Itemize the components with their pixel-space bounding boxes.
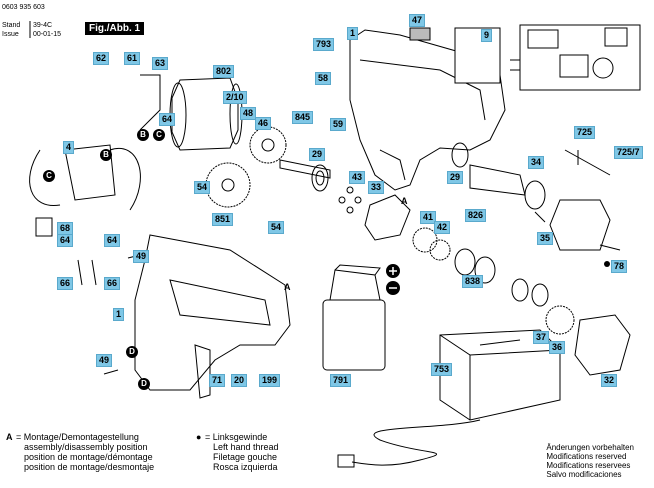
part-label-61: 61 — [124, 52, 141, 65]
legend-a-line: = Montage/Demontagestellung — [16, 432, 139, 442]
part-label-36: 36 — [549, 341, 566, 354]
marker-d-screw: D — [126, 346, 138, 358]
issue-value: 00-01-15 — [33, 31, 62, 38]
legend-a-line: assembly/disassembly position — [24, 442, 148, 452]
legend-a-key: A — [6, 432, 13, 442]
legend-lh-line: Left hand thread — [213, 442, 279, 452]
part-label-32: 32 — [601, 374, 618, 387]
part-label-66-left: 66 — [57, 277, 74, 290]
part-label-64-right: 64 — [104, 234, 121, 247]
marker-a-upper: A — [401, 196, 408, 206]
part-label-43: 43 — [349, 171, 366, 184]
part-label-47: 47 — [409, 14, 426, 27]
part-label-845: 845 — [292, 111, 314, 124]
modifications-note: Änderungen vorbehalten Modifications res… — [546, 443, 634, 479]
part-label-58: 58 — [315, 72, 332, 85]
part-label-78: 78 — [611, 260, 628, 273]
footer-line: Salvo modificaciones — [546, 470, 622, 479]
part-label-64-left: 64 — [57, 234, 74, 247]
marker-b-motor: B — [137, 129, 149, 141]
part-label-71: 71 — [209, 374, 226, 387]
part-label-48: 48 — [240, 107, 257, 120]
marker-a-lower: A — [284, 282, 291, 292]
part-label-64-upper: 64 — [159, 113, 176, 126]
part-label-37: 37 — [533, 331, 550, 344]
footer-line: Modifications reservees — [546, 461, 631, 470]
part-label-54-left: 54 — [194, 181, 211, 194]
legend-lh-line: Rosca izquierda — [213, 462, 278, 472]
footer-line: Modifications reserved — [546, 452, 627, 461]
part-label-49-upper: 49 — [133, 250, 150, 263]
part-label-33: 33 — [368, 181, 385, 194]
part-label-793: 793 — [313, 38, 335, 51]
part-label-35: 35 — [537, 232, 554, 245]
part-label-29-right: 29 — [447, 171, 464, 184]
part-label-54-right: 54 — [268, 221, 285, 234]
legend-a-line: position de montage/démontage — [24, 452, 153, 462]
marker-c-holder: C — [43, 170, 55, 182]
part-label-34: 34 — [528, 156, 545, 169]
part-label-1-lower: 1 — [113, 308, 125, 321]
marker-b-holder: B — [100, 149, 112, 161]
part-label-826: 826 — [465, 209, 487, 222]
part-label-753: 753 — [431, 363, 453, 376]
legend-a-line: position de montage/desmontaje — [24, 462, 155, 472]
part-label-1-upper: 1 — [347, 27, 359, 40]
legend-left-hand-key: ● — [196, 432, 202, 442]
legend-left-hand-lines: = Linksgewinde Left hand thread Filetage… — [205, 432, 279, 472]
legend-lh-line: = Linksgewinde — [205, 432, 268, 442]
marker-d-housing: D — [138, 378, 150, 390]
marker-c-motor: C — [153, 129, 165, 141]
part-label-63: 63 — [152, 57, 169, 70]
footer-line: Änderungen vorbehalten — [546, 443, 634, 452]
part-label-42: 42 — [434, 221, 451, 234]
part-label-851: 851 — [212, 213, 234, 226]
part-label-2-10: 2/10 — [223, 91, 247, 104]
part-label-20: 20 — [231, 374, 248, 387]
part-label-199: 199 — [259, 374, 281, 387]
part-label-802: 802 — [213, 65, 235, 78]
part-label-725: 725 — [574, 126, 596, 139]
stand-label: Stand — [2, 22, 21, 29]
part-label-29-left: 29 — [309, 148, 326, 161]
part-label-66-right: 66 — [104, 277, 121, 290]
legend-lh-line: Filetage gouche — [213, 452, 278, 462]
part-label-62: 62 — [93, 52, 110, 65]
part-label-59: 59 — [330, 118, 347, 131]
legend-assembly-lines: = Montage/Demontagestellung assembly/dis… — [16, 432, 154, 472]
part-label-49-lower: 49 — [96, 354, 113, 367]
part-label-791: 791 — [330, 374, 352, 387]
part-label-4: 4 — [63, 141, 75, 154]
issue-label: Issue — [2, 31, 19, 38]
part-label-725-7: 725/7 — [614, 146, 643, 159]
legend-assembly-key: A — [6, 432, 13, 442]
figure-title: Fig./Abb. 1 — [85, 22, 145, 35]
stand-value: 39-4C — [33, 22, 53, 29]
part-label-9: 9 — [481, 29, 493, 42]
part-number: 0603 935 603 — [2, 4, 45, 11]
part-label-41: 41 — [420, 211, 437, 224]
part-label-46: 46 — [255, 117, 272, 130]
part-label-838: 838 — [462, 275, 484, 288]
